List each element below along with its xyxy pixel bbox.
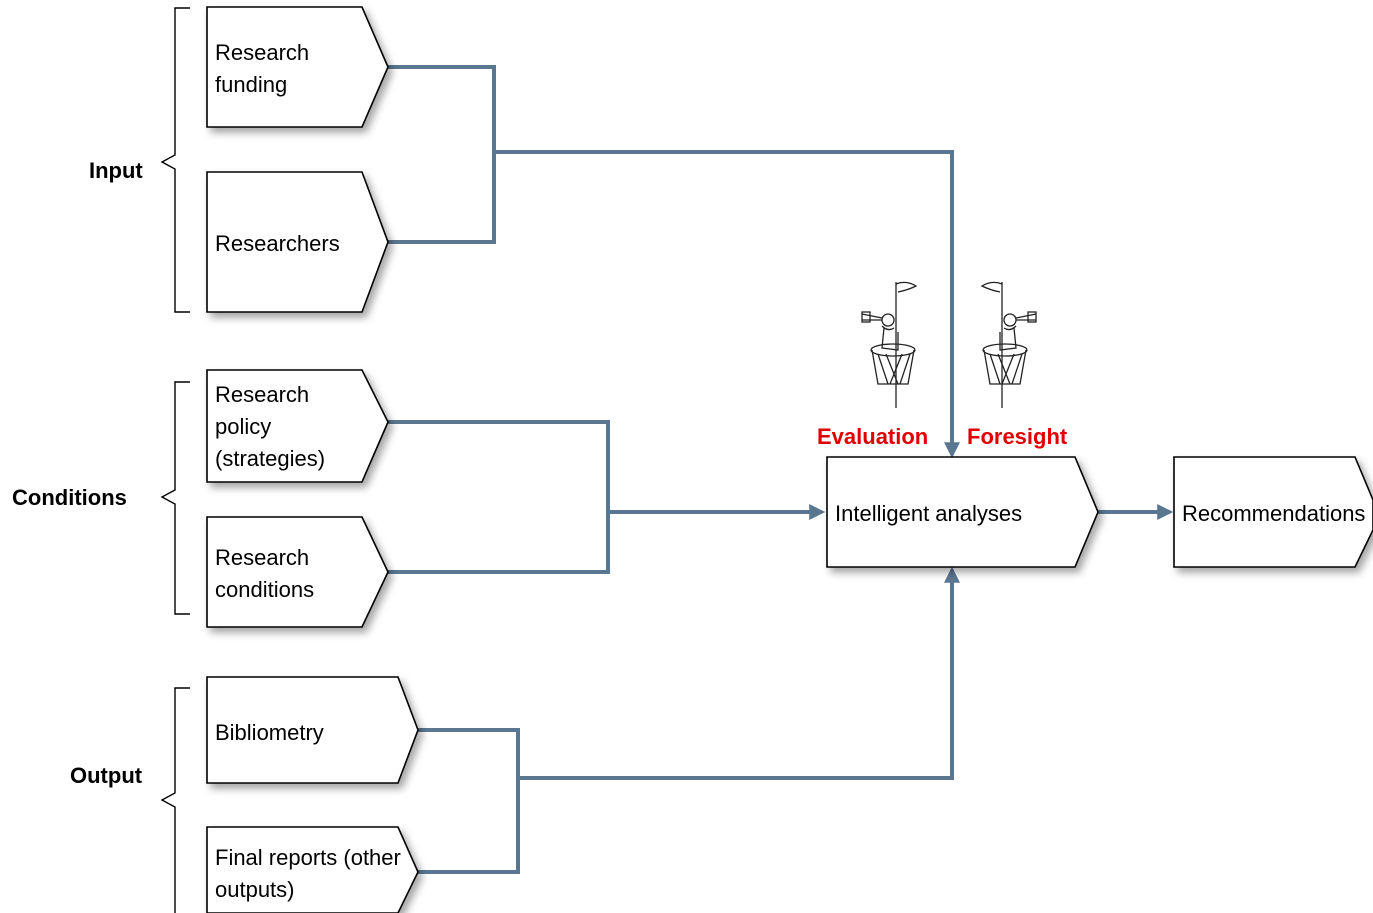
output-brace (160, 687, 190, 913)
box-research-conditions-label: Research conditions (215, 545, 315, 602)
conditions-brace (160, 381, 190, 615)
box-research-funding-label: Research funding (215, 40, 315, 97)
lookout-evaluation-icon (861, 281, 918, 408)
box-recommendations (1173, 456, 1373, 568)
connector-output (416, 570, 952, 874)
box-final-reports-label: Final reports (other outputs) (215, 845, 407, 902)
box-researchers-label: Researchers (215, 231, 340, 256)
box-researchers (206, 171, 389, 313)
label-evaluation: Evaluation (817, 424, 928, 449)
box-research-policy (206, 369, 389, 483)
group-label-input: Input (89, 158, 143, 183)
input-brace (160, 7, 190, 313)
box-intelligent-analyses (826, 456, 1099, 568)
box-research-funding (206, 6, 389, 128)
connector-conditions (386, 420, 822, 574)
box-research-policy-label: Research policy (strategies) (215, 382, 325, 471)
box-intelligent-analyses-label: Intelligent analyses (835, 501, 1022, 526)
label-foresight: Foresight (967, 424, 1068, 449)
connector-input (386, 65, 952, 455)
box-bibliometry (206, 676, 419, 784)
group-label-output: Output (70, 763, 143, 788)
group-label-conditions: Conditions (12, 485, 127, 510)
box-final-reports (206, 826, 419, 913)
box-bibliometry-label: Bibliometry (215, 720, 324, 745)
box-research-conditions (206, 516, 389, 628)
lookout-foresight-icon (980, 281, 1037, 408)
box-recommendations-label: Recommendations (1182, 501, 1365, 526)
